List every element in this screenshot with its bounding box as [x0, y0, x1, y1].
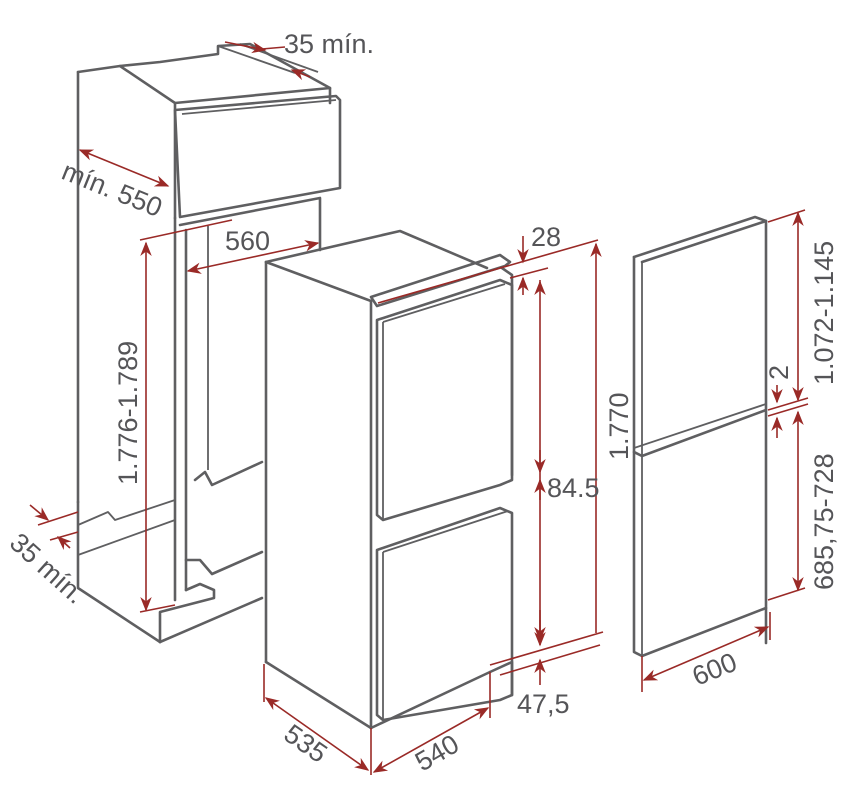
label-panel-gap: 2 [764, 365, 794, 380]
label-appliance-top-offset: 28 [531, 222, 561, 252]
label-cabinet-depth: mín. 550 [58, 156, 167, 223]
dimension-lines [29, 41, 809, 775]
label-top-vent: 35 mín. [284, 29, 374, 59]
label-panel-upper-height: 1.072-1.145 [809, 241, 839, 385]
label-appliance-depth: 535 [279, 718, 333, 768]
label-panel-width: 600 [688, 647, 741, 692]
label-niche-width: 560 [225, 226, 270, 256]
label-appliance-width: 540 [410, 729, 464, 778]
label-bottom-offset: 47,5 [517, 689, 570, 719]
label-door-gap: 84.5 [547, 473, 600, 503]
appliance [264, 229, 514, 730]
label-appliance-height: 1.770 [604, 392, 634, 460]
label-niche-height: 1.776-1.789 [113, 341, 143, 485]
label-panel-lower-height: 685,75-728 [809, 453, 839, 590]
door-panel [632, 215, 768, 658]
